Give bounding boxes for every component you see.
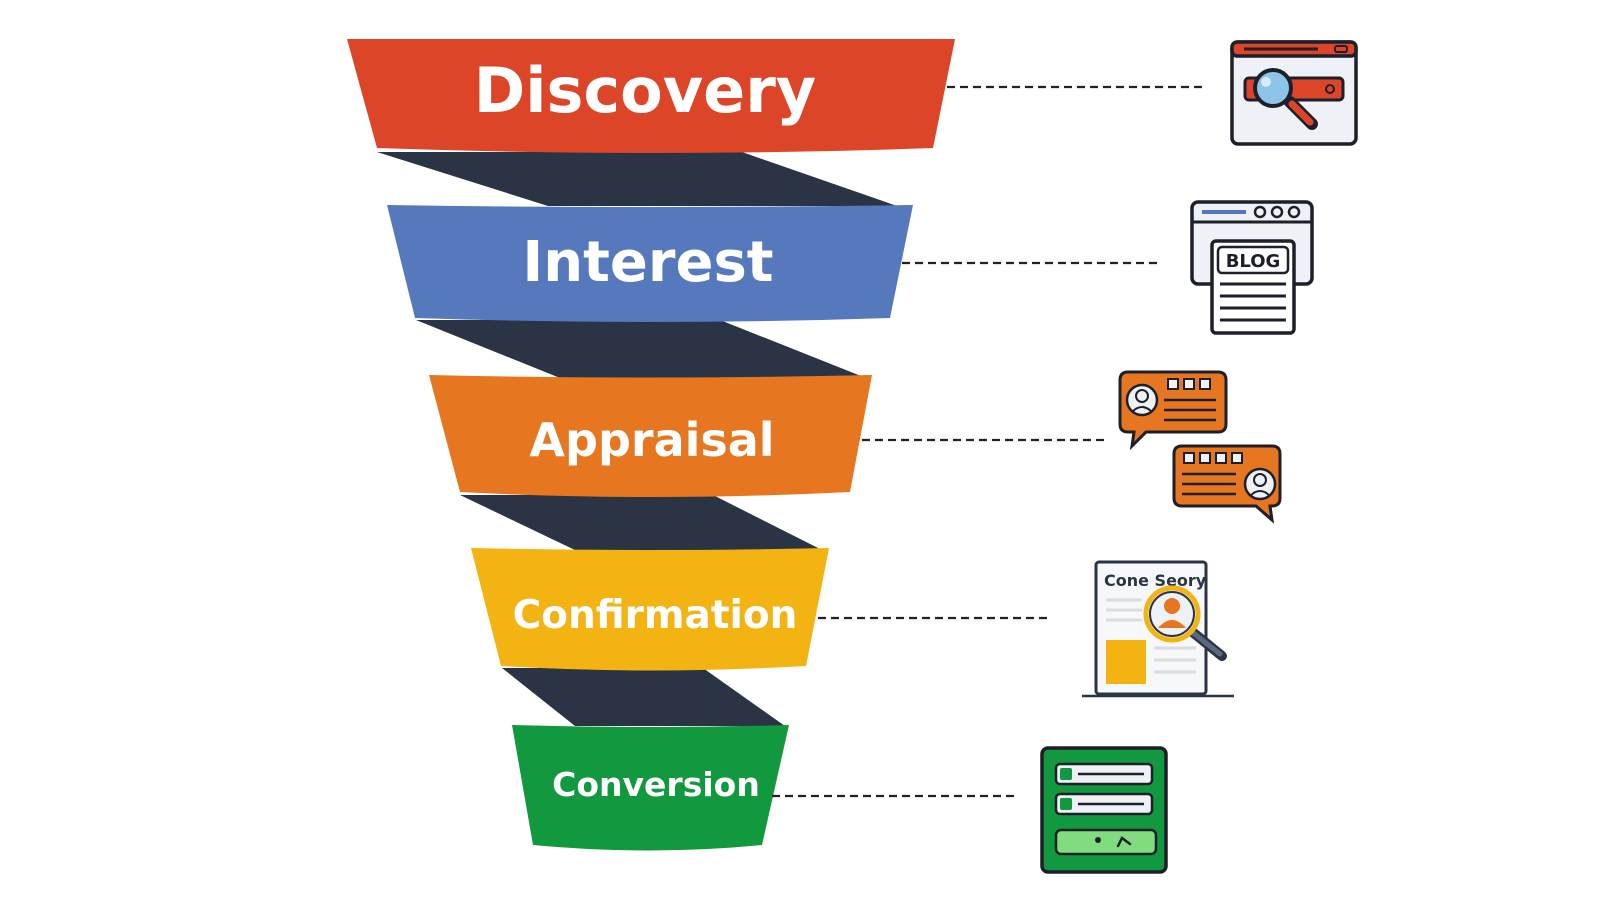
review-bubble-1: [1118, 370, 1228, 451]
funnel-connector-1: [377, 152, 897, 206]
funnel-band-discovery: [347, 39, 955, 153]
case-study-icon: Cone Seory: [1082, 560, 1234, 698]
stage-label-appraisal: Appraisal: [529, 413, 774, 467]
funnel-band-interest: [387, 205, 913, 322]
funnel-band-confirmation: [471, 548, 829, 671]
blog-label: BLOG: [1226, 251, 1281, 272]
funnel-band-conversion: [512, 725, 789, 851]
review-chat-icon: [1118, 370, 1282, 524]
review-bubble-2: [1172, 444, 1282, 524]
funnel-connectors: [377, 152, 897, 726]
funnel-stage-discovery: Discovery: [347, 39, 955, 153]
funnel-stage-interest: Interest: [387, 205, 913, 322]
case-study-label: Cone Seory: [1104, 571, 1207, 590]
stage-label-confirmation: Confirmation: [513, 593, 798, 638]
blog-page-icon: BLOG: [1190, 200, 1314, 335]
funnel-connector-3: [460, 495, 824, 551]
browser-search-icon: [1230, 40, 1358, 146]
funnel-stage-conversion: Conversion: [512, 725, 789, 851]
funnel-band-appraisal: [429, 375, 872, 497]
funnel-stage-appraisal: Appraisal: [429, 375, 872, 497]
stage-label-interest: Interest: [522, 230, 773, 295]
stage-label-conversion: Conversion: [552, 765, 760, 804]
signup-form-icon: [1040, 746, 1168, 874]
funnel-connector-4: [502, 668, 785, 726]
funnel-stage-confirmation: Confirmation: [471, 548, 829, 671]
stage-label-discovery: Discovery: [474, 54, 816, 127]
funnel-connector-2: [416, 320, 866, 378]
leader-lines: [772, 85, 1204, 798]
